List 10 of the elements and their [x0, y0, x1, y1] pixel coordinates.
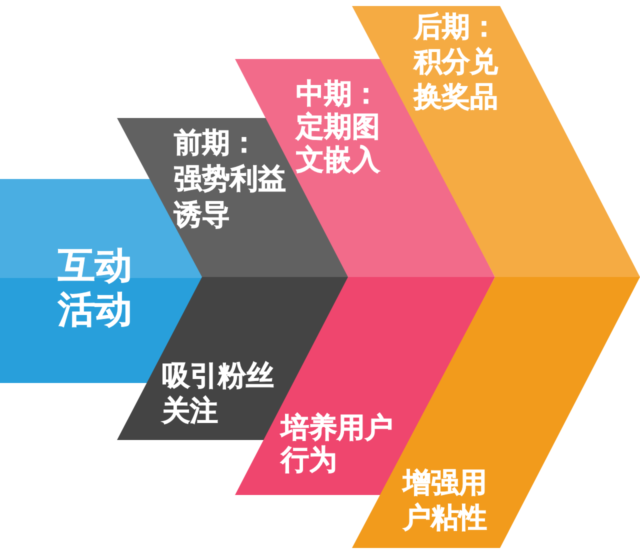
activity-label: 互动活动: [58, 244, 133, 332]
stage-heading: 后期：: [414, 9, 499, 44]
stage-outcome: 增强用户粘性: [403, 465, 488, 535]
stage-description: 强势利益诱导: [174, 161, 287, 233]
stage-description: 积分兑换奖品: [414, 44, 499, 114]
stage-outcome: 培养用户行为: [281, 412, 394, 476]
stage-outcome: 吸引粉丝关注: [162, 358, 275, 428]
stage-heading: 前期：: [174, 125, 259, 161]
stage-heading: 中期：: [296, 77, 381, 110]
stage-description: 定期图文嵌入: [296, 110, 381, 176]
